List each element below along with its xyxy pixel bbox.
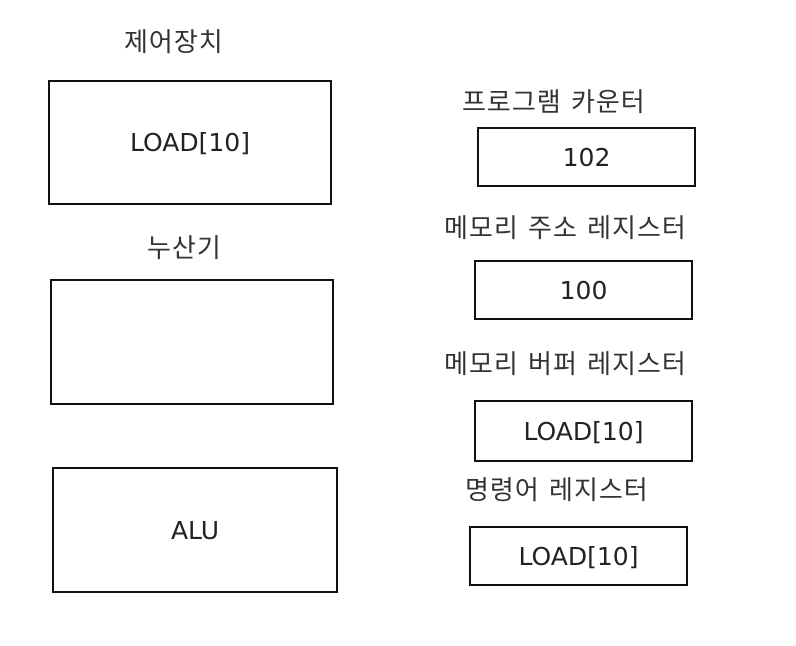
program-counter-box: 102 xyxy=(477,127,696,187)
instruction-register-box: LOAD[10] xyxy=(469,526,688,586)
control-unit-value: LOAD[10] xyxy=(130,128,250,157)
memory-buffer-register-label: 메모리 버퍼 레지스터 xyxy=(444,350,687,380)
instruction-register-value: LOAD[10] xyxy=(518,541,639,571)
program-counter-label: 프로그램 카운터 xyxy=(462,88,646,118)
memory-address-register-label: 메모리 주소 레지스터 xyxy=(444,214,687,244)
accumulator-label: 누산기 xyxy=(147,234,222,264)
memory-buffer-register-value: LOAD[10] xyxy=(523,416,644,446)
alu-label: ALU xyxy=(170,515,220,545)
program-counter-value: 102 xyxy=(562,142,611,172)
instruction-register-label: 명령어 레지스터 xyxy=(465,476,649,506)
accumulator-box xyxy=(50,279,334,405)
memory-address-register-box: 100 xyxy=(474,260,693,320)
memory-address-register-value: 100 xyxy=(559,275,608,305)
alu-box: ALU xyxy=(52,467,338,593)
memory-buffer-register-box: LOAD[10] xyxy=(474,400,693,462)
control-unit-label: 제어장치 xyxy=(124,28,224,58)
control-unit-box: LOAD[10] xyxy=(48,80,332,205)
